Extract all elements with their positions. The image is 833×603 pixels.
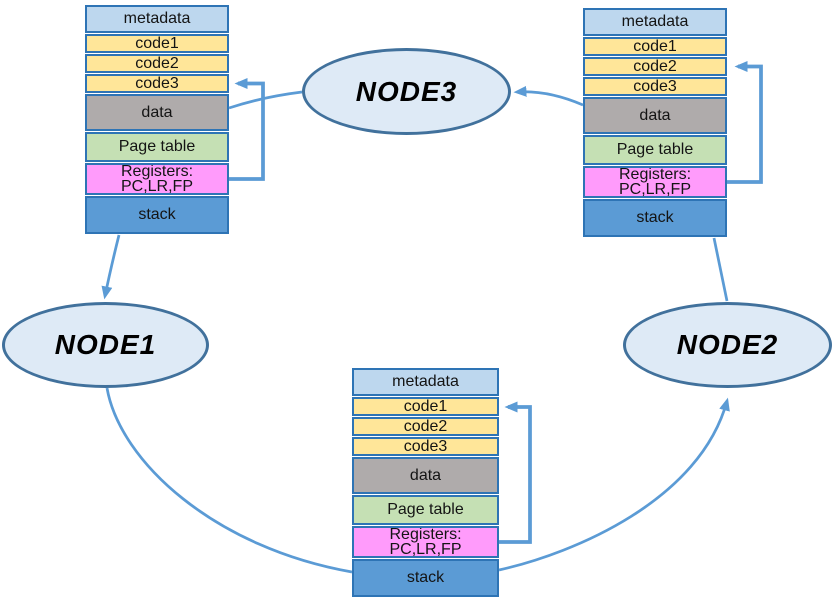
row-label: code1 <box>633 37 677 55</box>
node3-ellipse: NODE3 <box>302 48 511 135</box>
row-label: data <box>409 466 442 484</box>
row-code2: code2 <box>85 54 229 73</box>
row-metadata: metadata <box>85 5 229 33</box>
row-label: code3 <box>403 437 448 455</box>
row-label: Page table <box>118 138 196 155</box>
registers-text: Registers: PC,LR,FP <box>618 166 692 198</box>
memory-stack-top-right: metadata code1 code2 code3 data Page tab… <box>583 8 727 238</box>
row-registers: Registers: PC,LR,FP <box>352 526 499 558</box>
row-data: data <box>85 94 229 131</box>
row-code2: code2 <box>583 57 727 76</box>
registers-line1: Registers: <box>618 166 692 183</box>
row-stack: stack <box>352 559 499 597</box>
row-label: stack <box>138 206 176 223</box>
row-metadata: metadata <box>352 368 499 396</box>
row-label: Page table <box>387 501 464 518</box>
registers-line2: PC,LR,FP <box>120 178 193 195</box>
row-metadata: metadata <box>583 8 727 36</box>
row-page-table: Page table <box>85 132 229 162</box>
row-label: code1 <box>135 34 179 52</box>
row-code3: code3 <box>352 437 499 456</box>
edge-node1-to-stack-bottom <box>105 387 353 574</box>
row-label: code2 <box>403 417 448 435</box>
row-label: stack <box>406 569 445 586</box>
row-label: data <box>141 103 173 121</box>
node2-ellipse: NODE2 <box>623 302 832 388</box>
row-registers: Registers: PC,LR,FP <box>583 166 727 198</box>
registers-line2: PC,LR,FP <box>389 541 462 558</box>
row-label: metadata <box>123 10 191 27</box>
row-code1: code1 <box>85 34 229 53</box>
node3-label: NODE3 <box>355 75 458 107</box>
row-label: Page table <box>616 141 694 158</box>
row-code3: code3 <box>85 74 229 93</box>
edge-stack-top-right-to-node3 <box>513 85 584 107</box>
row-label: code1 <box>403 397 448 415</box>
node1-label: NODE1 <box>54 329 157 360</box>
registers-text: Registers: PC,LR,FP <box>120 163 194 195</box>
row-label: stack <box>636 209 674 226</box>
registers-line1: Registers: <box>389 526 462 543</box>
row-code2: code2 <box>352 417 499 436</box>
memory-stack-bottom: metadata code1 code2 code3 data Page tab… <box>352 368 499 598</box>
row-code1: code1 <box>583 37 727 56</box>
registers-line2: PC,LR,FP <box>618 181 691 198</box>
registers-text: Registers: PC,LR,FP <box>389 526 462 558</box>
row-stack: stack <box>583 199 727 237</box>
row-label: code2 <box>135 54 179 72</box>
row-label: code3 <box>135 74 179 92</box>
row-stack: stack <box>85 196 229 234</box>
row-page-table: Page table <box>352 495 499 525</box>
row-registers: Registers: PC,LR,FP <box>85 163 229 195</box>
row-page-table: Page table <box>583 135 727 165</box>
row-label: metadata <box>621 13 689 30</box>
edge-stack-bottom-to-node2 <box>498 397 730 572</box>
row-label: code3 <box>633 77 677 95</box>
edge-registers-to-code3-top-left <box>229 78 265 181</box>
row-label: data <box>639 106 671 124</box>
edge-node3-to-stack-top-left <box>228 90 303 110</box>
node2-label: NODE2 <box>676 329 779 360</box>
edge-stack-top-left-to-node1 <box>101 234 121 300</box>
edge-node2-to-stack-top-right <box>712 237 729 302</box>
row-label: metadata <box>392 373 459 390</box>
row-label: code2 <box>633 57 677 75</box>
node1-ellipse: NODE1 <box>2 302 209 388</box>
memory-stack-top-left: metadata code1 code2 code3 data Page tab… <box>85 5 229 235</box>
row-data: data <box>352 457 499 494</box>
row-data: data <box>583 97 727 134</box>
edge-registers-to-code1-bottom <box>499 401 532 544</box>
registers-line1: Registers: <box>120 163 194 180</box>
edge-registers-to-code2-top-right <box>727 61 763 184</box>
row-code1: code1 <box>352 397 499 416</box>
row-code3: code3 <box>583 77 727 96</box>
